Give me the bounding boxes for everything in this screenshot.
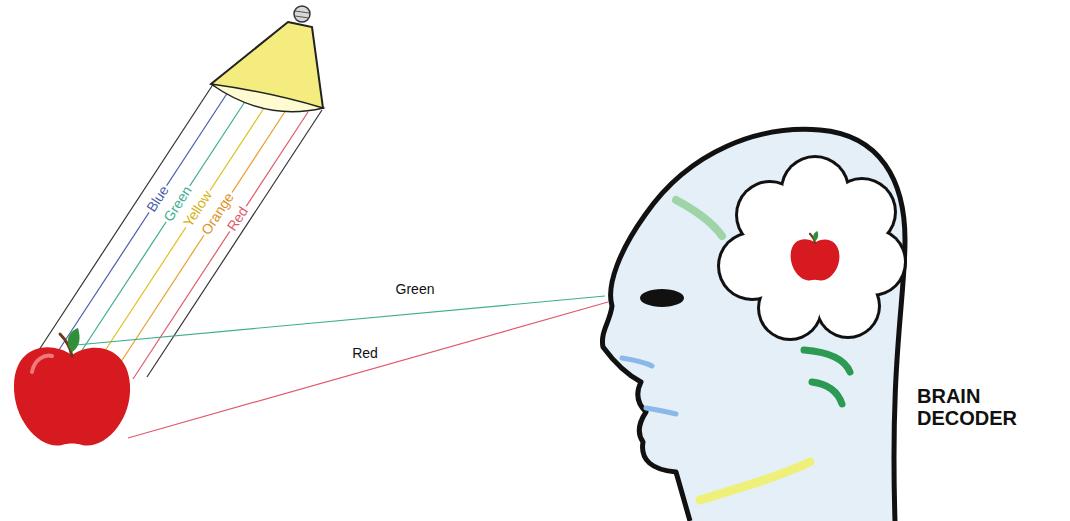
apple: [14, 328, 130, 446]
head-profile: [602, 129, 905, 521]
thought-bubble: [717, 155, 907, 341]
decoder-label: BRAIN DECODER: [917, 385, 1029, 429]
reflected-rays: [76, 296, 608, 438]
reflection-label: Green: [396, 282, 435, 297]
reflection-label: Red: [352, 346, 378, 361]
lamp: [211, 6, 323, 112]
